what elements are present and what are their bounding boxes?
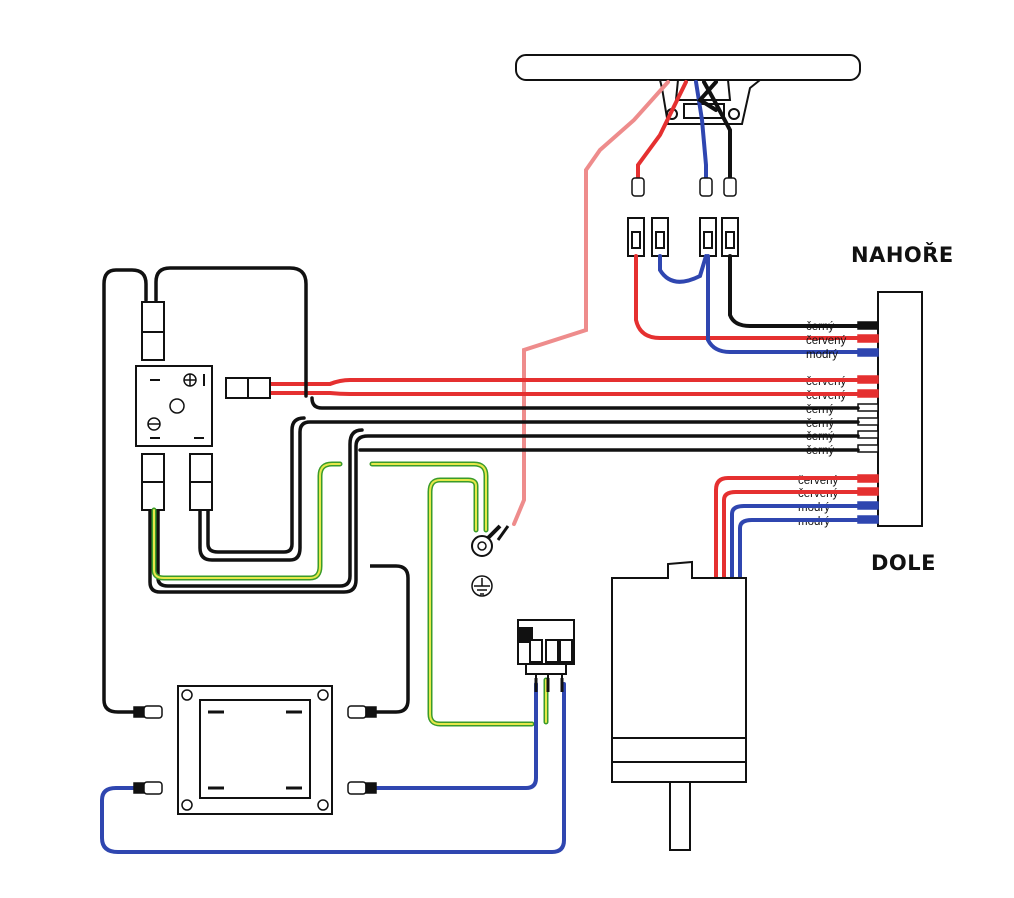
box-side-connector <box>225 377 271 399</box>
ground-wires <box>151 461 549 727</box>
lamp-connectors <box>627 217 739 257</box>
transformer-terminals <box>133 705 377 795</box>
transformer <box>177 685 333 815</box>
top-heading: NAHOŘE <box>851 243 954 267</box>
upper-left-connector <box>141 301 165 361</box>
bottom-heading: DOLE <box>871 551 937 575</box>
label-mid-3: černý <box>806 418 834 430</box>
right-connector-block <box>877 291 923 527</box>
lamp-wires <box>512 80 732 526</box>
label-top-1: červený <box>806 335 847 347</box>
ring-terminal-icon <box>471 524 510 557</box>
label-top-2: modrý <box>806 349 838 361</box>
lower-box-connectors <box>141 453 213 511</box>
left-wire-loop <box>102 266 308 714</box>
lamp-terminals <box>631 177 737 197</box>
label-mid-2: černý <box>806 404 834 416</box>
motor-wires <box>714 476 860 580</box>
connector-pins <box>857 321 879 524</box>
lamp-bar <box>515 54 861 125</box>
label-top-0: černý <box>806 321 834 333</box>
top-group-labels: černý červený modrý <box>806 321 847 361</box>
terminal-black-lead <box>534 678 564 692</box>
middle-group-labels: červený červený černý černý černý černý <box>806 376 847 457</box>
switch-box <box>135 365 213 447</box>
motor <box>611 560 747 851</box>
ground-symbol-icon <box>471 575 493 597</box>
middle-bundle-wires <box>148 378 860 594</box>
transformer-black-wire <box>370 564 410 714</box>
terminal-blue-wires <box>100 682 566 854</box>
top-group-wires <box>634 254 860 354</box>
terminal-block <box>517 619 575 684</box>
